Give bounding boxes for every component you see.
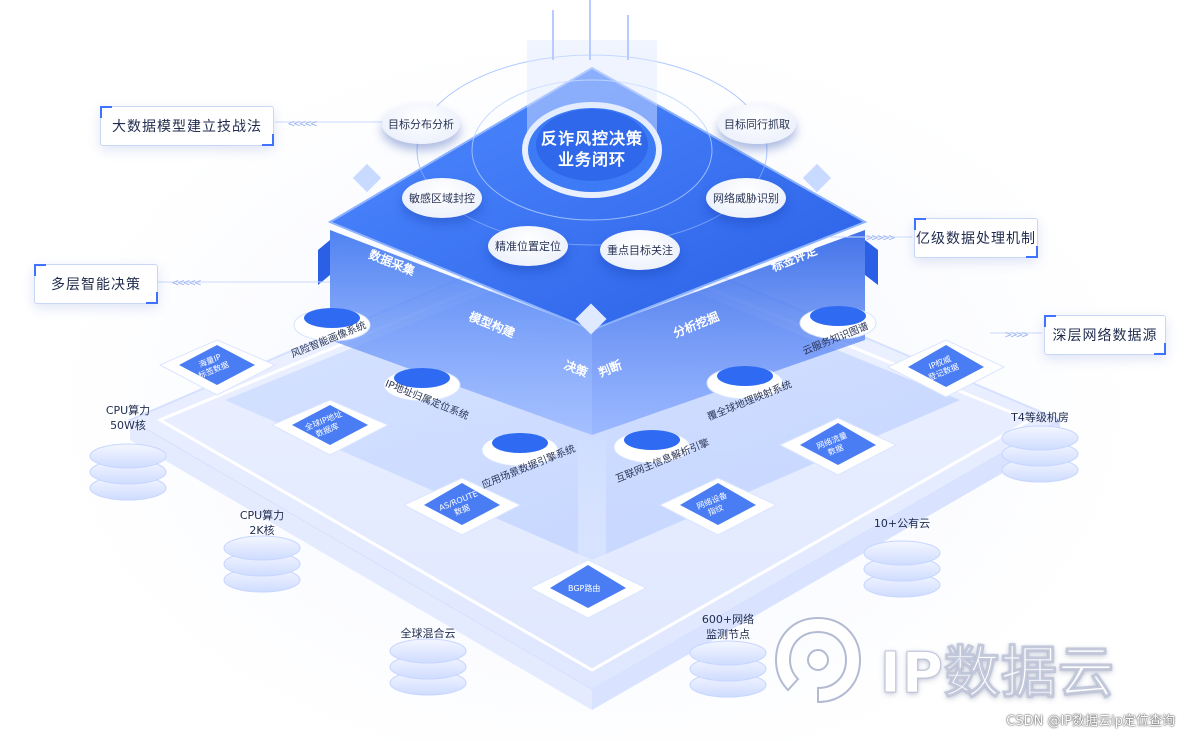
pill-precise-location: 精准位置定位 bbox=[488, 226, 568, 266]
arrow-model: <<<<< bbox=[288, 117, 317, 130]
core-title: 反诈风控决策 业务闭环 bbox=[522, 128, 662, 170]
db-label-cpu-2k: CPU算力 2K核 bbox=[239, 509, 285, 537]
core-line-1: 反诈风控决策 bbox=[540, 129, 643, 148]
arrow-processing: >>>>> bbox=[866, 231, 895, 244]
pill-sensitive-area: 敏感区域封控 bbox=[402, 178, 482, 218]
arrow-network: >>>> bbox=[1005, 328, 1028, 341]
db-label-t4-room: T4等级机房 bbox=[1011, 411, 1069, 424]
callout-processing: 亿级数据处理机制 bbox=[914, 218, 1038, 258]
db-label-cpu-50w: CPU算力 50W核 bbox=[105, 404, 151, 432]
tile-label-4: BGP路由 bbox=[568, 584, 601, 593]
pill-key-target: 重点目标关注 bbox=[600, 230, 680, 270]
brand-logo-icon bbox=[774, 616, 862, 704]
callout-network-source: 深层网络数据源 bbox=[1044, 315, 1166, 355]
callout-big-data-model: 大数据模型建立技战法 bbox=[100, 106, 274, 146]
brand-watermark: IP数据云 bbox=[880, 641, 1115, 707]
credit-text: CSDN @IP数据云ip定位查询 bbox=[1006, 714, 1175, 729]
db-label-hybrid-cloud: 全球混合云 bbox=[400, 627, 456, 640]
db-label-nodes-600: 600+网络 监测节点 bbox=[701, 613, 755, 641]
db-label-public-cloud: 10+公有云 bbox=[873, 517, 931, 530]
pill-target-capture: 目标同行抓取 bbox=[718, 104, 796, 144]
arrow-decision: <<<<< bbox=[172, 276, 201, 289]
pill-threat-detection: 网络威胁识别 bbox=[706, 178, 786, 218]
core-line-2: 业务闭环 bbox=[557, 150, 626, 169]
callout-multi-layer-decision: 多层智能决策 bbox=[34, 264, 158, 304]
pill-target-distribution: 目标分布分析 bbox=[382, 104, 460, 144]
